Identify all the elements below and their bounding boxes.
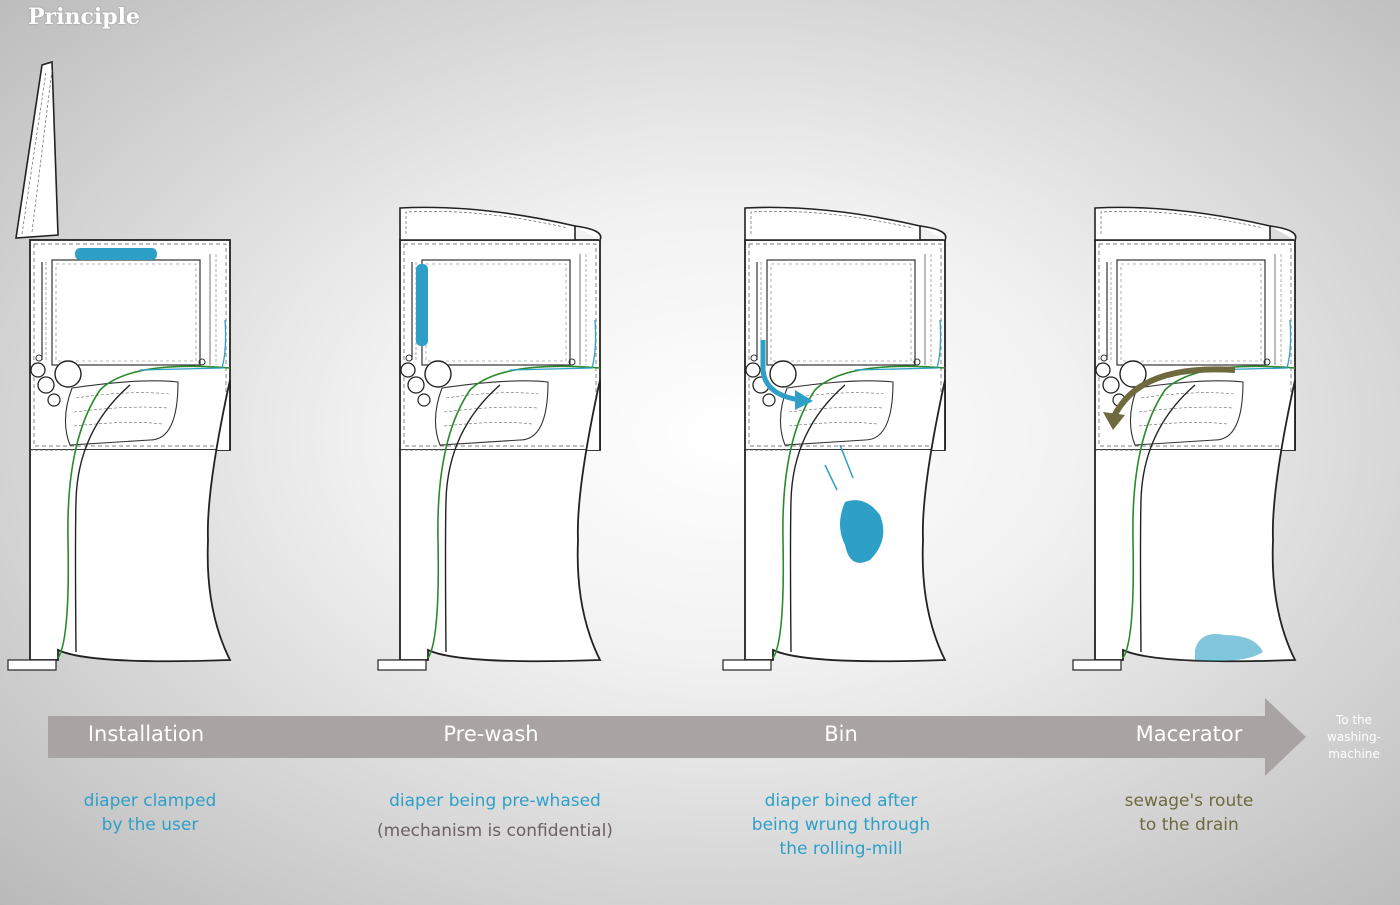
timeline-arrow — [48, 698, 1306, 776]
flow-arrow-blue — [760, 340, 801, 403]
step-label-macerator: Macerator — [1135, 722, 1243, 746]
destination-label: To the washing- machine — [1327, 713, 1381, 761]
machine-bin — [722, 206, 947, 671]
caption-macerator: sewage's route to the drain — [1124, 791, 1254, 835]
flow-arrow-sewage — [1110, 366, 1236, 421]
caption-installation: diaper clamped by the user — [83, 791, 217, 835]
diaper-prewash — [416, 264, 428, 346]
caption-bin: diaper bined after being wrung through t… — [751, 791, 931, 859]
caption-prewash: diaper being pre-whased (mechanism is co… — [355, 789, 635, 843]
step-label-installation: Installation — [87, 722, 205, 746]
machine-macerator — [1072, 206, 1297, 671]
step-label-bin: Bin — [824, 722, 858, 746]
diaper-clamped — [75, 248, 157, 260]
confidential-note: (mechanism is confidential) — [377, 821, 613, 841]
sewage-puddle — [1195, 634, 1263, 661]
page-title: Principle — [28, 4, 140, 30]
open-lid — [15, 60, 59, 239]
machine-installation — [7, 60, 231, 671]
step-label-prewash: Pre-wash — [443, 722, 539, 746]
machine-prewash — [377, 206, 602, 671]
diaper-falling — [840, 500, 884, 563]
